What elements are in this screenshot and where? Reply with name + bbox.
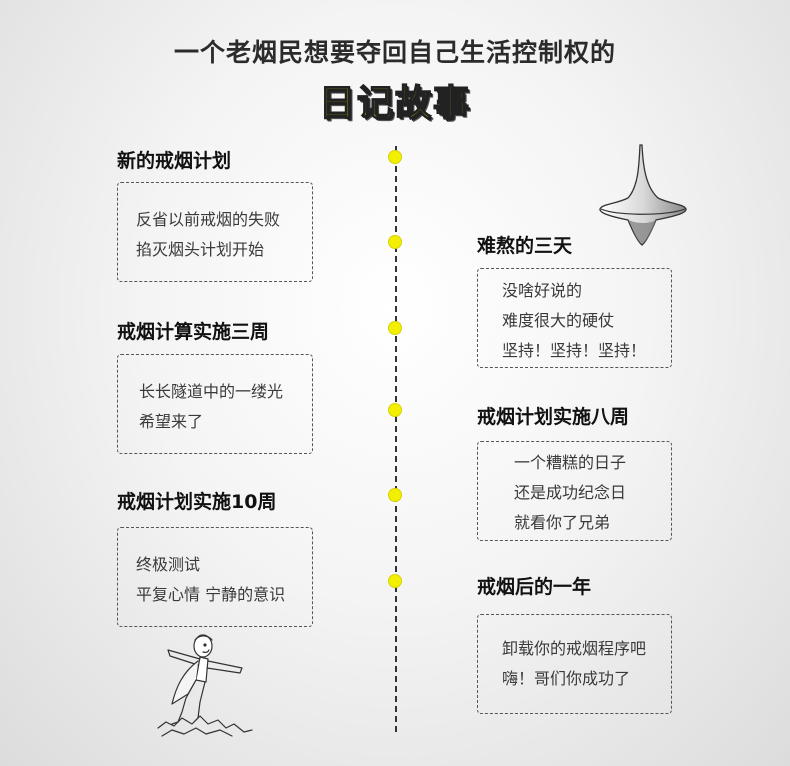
note-box-three-weeks: 长长隧道中的一缕光 希望来了 — [117, 354, 313, 454]
note-line: 终极测试 — [136, 555, 201, 574]
note-line: 长长隧道中的一缕光 — [139, 382, 284, 401]
note-box-new-plan: 反省以前戒烟的失败 掐灭烟头计划开始 — [117, 182, 313, 282]
note-box-three-days: 没啥好说的 难度很大的硬仗 坚持！坚持！坚持！ — [477, 268, 672, 368]
note-line: 还是成功纪念日 — [514, 483, 627, 502]
timeline-dot — [389, 404, 401, 416]
section-title-new-plan: 新的戒烟计划 — [117, 150, 232, 172]
note-line: 平复心情 宁静的意识 — [136, 585, 286, 604]
note-line: 嗨！哥们你成功了 — [502, 669, 631, 688]
note-line: 一个糟糕的日子 — [514, 453, 627, 472]
note-line: 就看你了兄弟 — [514, 513, 611, 532]
timeline-dot — [389, 151, 401, 163]
timeline-dot — [389, 575, 401, 587]
note-box-ten-weeks: 终极测试 平复心情 宁静的意识 — [117, 527, 313, 627]
section-title-ten-weeks: 戒烟计划实施10周 — [117, 491, 277, 513]
timeline-dot — [389, 236, 401, 248]
note-line: 坚持！坚持！坚持！ — [502, 341, 647, 360]
section-title-one-year: 戒烟后的一年 — [477, 576, 592, 598]
spinning-top-icon — [599, 144, 687, 246]
note-line: 希望来了 — [139, 412, 204, 431]
header-banner: 日记故事 — [318, 82, 471, 125]
section-title-three-weeks: 戒烟计算实施三周 — [117, 321, 270, 343]
note-line: 掐灭烟头计划开始 — [136, 240, 265, 259]
note-line: 反省以前戒烟的失败 — [136, 210, 281, 229]
note-line: 没啥好说的 — [502, 281, 583, 300]
section-title-eight-weeks: 戒烟计划实施八周 — [477, 406, 630, 428]
flying-man-icon — [157, 634, 253, 737]
note-line: 难度很大的硬仗 — [502, 311, 615, 330]
note-box-eight-weeks: 一个糟糕的日子 还是成功纪念日 就看你了兄弟 — [477, 441, 672, 541]
header-title: 一个老烟民想要夺回自己生活控制权的 — [173, 38, 616, 67]
timeline-line — [395, 146, 397, 732]
note-line: 卸载你的戒烟程序吧 — [502, 639, 647, 658]
section-title-three-days: 难熬的三天 — [477, 235, 573, 257]
timeline-dot — [389, 322, 401, 334]
timeline-dot — [389, 489, 401, 501]
note-box-one-year: 卸载你的戒烟程序吧 嗨！哥们你成功了 — [477, 614, 672, 714]
